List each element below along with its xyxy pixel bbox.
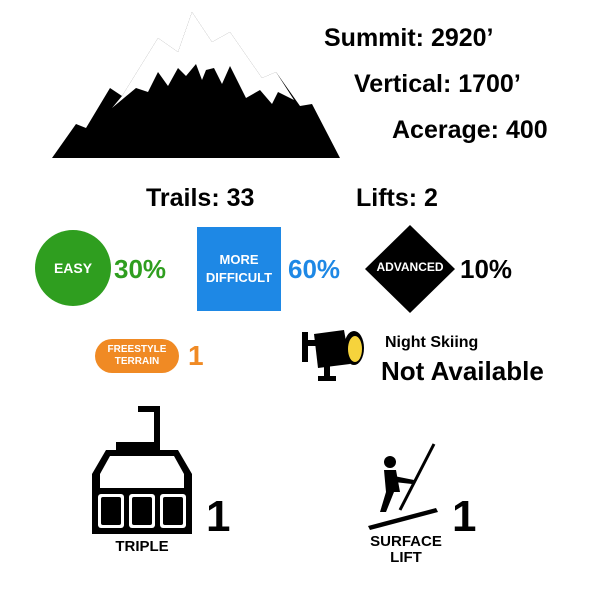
freestyle-label-line2: TERRAIN bbox=[114, 356, 160, 367]
surface-lift-label-line1: SURFACE bbox=[370, 533, 442, 550]
triple-label: TRIPLE bbox=[115, 538, 169, 555]
easy-percent: 30% bbox=[114, 254, 167, 284]
more-difficult-badge: MORE DIFFICULT bbox=[197, 227, 281, 311]
surface-lift-count: 1 bbox=[452, 492, 477, 541]
advanced-diamond-icon bbox=[365, 225, 455, 313]
more-difficult-label-line2: DIFFICULT bbox=[205, 270, 273, 285]
freestyle-count: 1 bbox=[188, 340, 204, 371]
summit-stat: Summit: 2920’ bbox=[324, 24, 494, 52]
mountain-icon bbox=[52, 12, 340, 158]
more-difficult-label-line1: MORE bbox=[219, 252, 259, 267]
more-difficult-percent: 60% bbox=[288, 254, 341, 284]
floodlight-icon bbox=[302, 330, 364, 381]
surface-lift-icon bbox=[368, 443, 438, 530]
acerage-stat: Acerage: 400 bbox=[392, 116, 548, 144]
gondola-icon bbox=[92, 406, 192, 534]
easy-label: EASY bbox=[53, 260, 93, 276]
vertical-stat: Vertical: 1700’ bbox=[354, 70, 521, 98]
lifts-count: Lifts: 2 bbox=[356, 184, 438, 212]
triple-count: 1 bbox=[206, 492, 231, 541]
freestyle-terrain-badge: FREESTYLE TERRAIN bbox=[95, 339, 179, 373]
trails-count: Trails: 33 bbox=[146, 184, 255, 212]
night-skiing-title: Night Skiing bbox=[385, 334, 479, 351]
night-skiing-status: Not Available bbox=[381, 356, 544, 386]
freestyle-label-line1: FREESTYLE bbox=[107, 344, 167, 355]
advanced-label: ADVANCED bbox=[376, 260, 444, 274]
advanced-percent: 10% bbox=[460, 254, 513, 284]
easy-badge: EASY bbox=[35, 230, 111, 306]
surface-lift-label-line2: LIFT bbox=[390, 549, 422, 566]
